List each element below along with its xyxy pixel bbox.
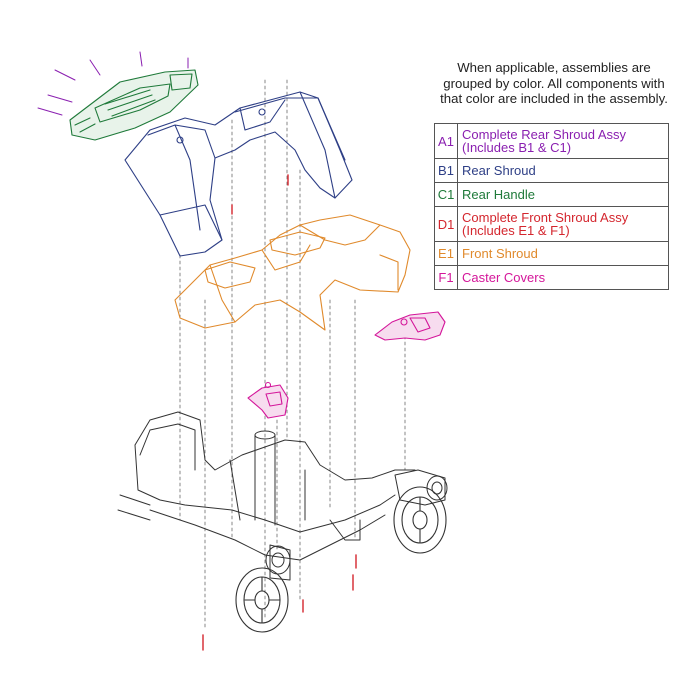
legend-label-b1: Rear Shroud	[457, 158, 669, 183]
rear-shroud-part	[124, 91, 353, 257]
drive-wheel-rear	[393, 486, 447, 554]
caster-cover-front-part	[374, 311, 446, 341]
legend-row-f1: F1 Caster Covers	[434, 265, 669, 290]
assembly-leader-lines	[179, 79, 406, 631]
legend-label-a1: Complete Rear Shroud Assy (Includes B1 &…	[457, 123, 669, 159]
legend-code-b1: B1	[434, 158, 458, 183]
legend-row-a1: A1 Complete Rear Shroud Assy (Includes B…	[434, 123, 669, 159]
drive-wheel-front	[235, 567, 289, 633]
legend-code-c1: C1	[434, 182, 458, 207]
legend-code-a1: A1	[434, 123, 458, 159]
legend-label-d1: Complete Front Shroud Assy (Includes E1 …	[457, 206, 669, 242]
legend-code-f1: F1	[434, 265, 458, 290]
legend-code-d1: D1	[434, 206, 458, 242]
legend-code-e1: E1	[434, 241, 458, 266]
assembly-legend-table: A1 Complete Rear Shroud Assy (Includes B…	[434, 123, 669, 290]
legend-label-e1: Front Shroud	[457, 241, 669, 266]
legend-label-f1: Caster Covers	[457, 265, 669, 290]
rear-handle-part	[69, 69, 199, 141]
legend-label-c1: Rear Handle	[457, 182, 669, 207]
caster-cover-rear-part	[247, 381, 289, 419]
caster-wheel-right	[426, 475, 448, 501]
front-shroud-screws	[202, 174, 357, 651]
legend-row-d1: D1 Complete Front Shroud Assy (Includes …	[434, 206, 669, 242]
power-base-frame	[117, 411, 446, 581]
front-shroud-part	[174, 214, 411, 331]
legend-row-e1: E1 Front Shroud	[434, 241, 669, 266]
legend-row-c1: C1 Rear Handle	[434, 182, 669, 207]
caster-wheel-left	[265, 545, 291, 575]
rear-handle-screws	[37, 51, 189, 116]
assembly-grouping-note: When applicable, assemblies are grouped …	[440, 60, 668, 107]
legend-row-b1: B1 Rear Shroud	[434, 158, 669, 183]
